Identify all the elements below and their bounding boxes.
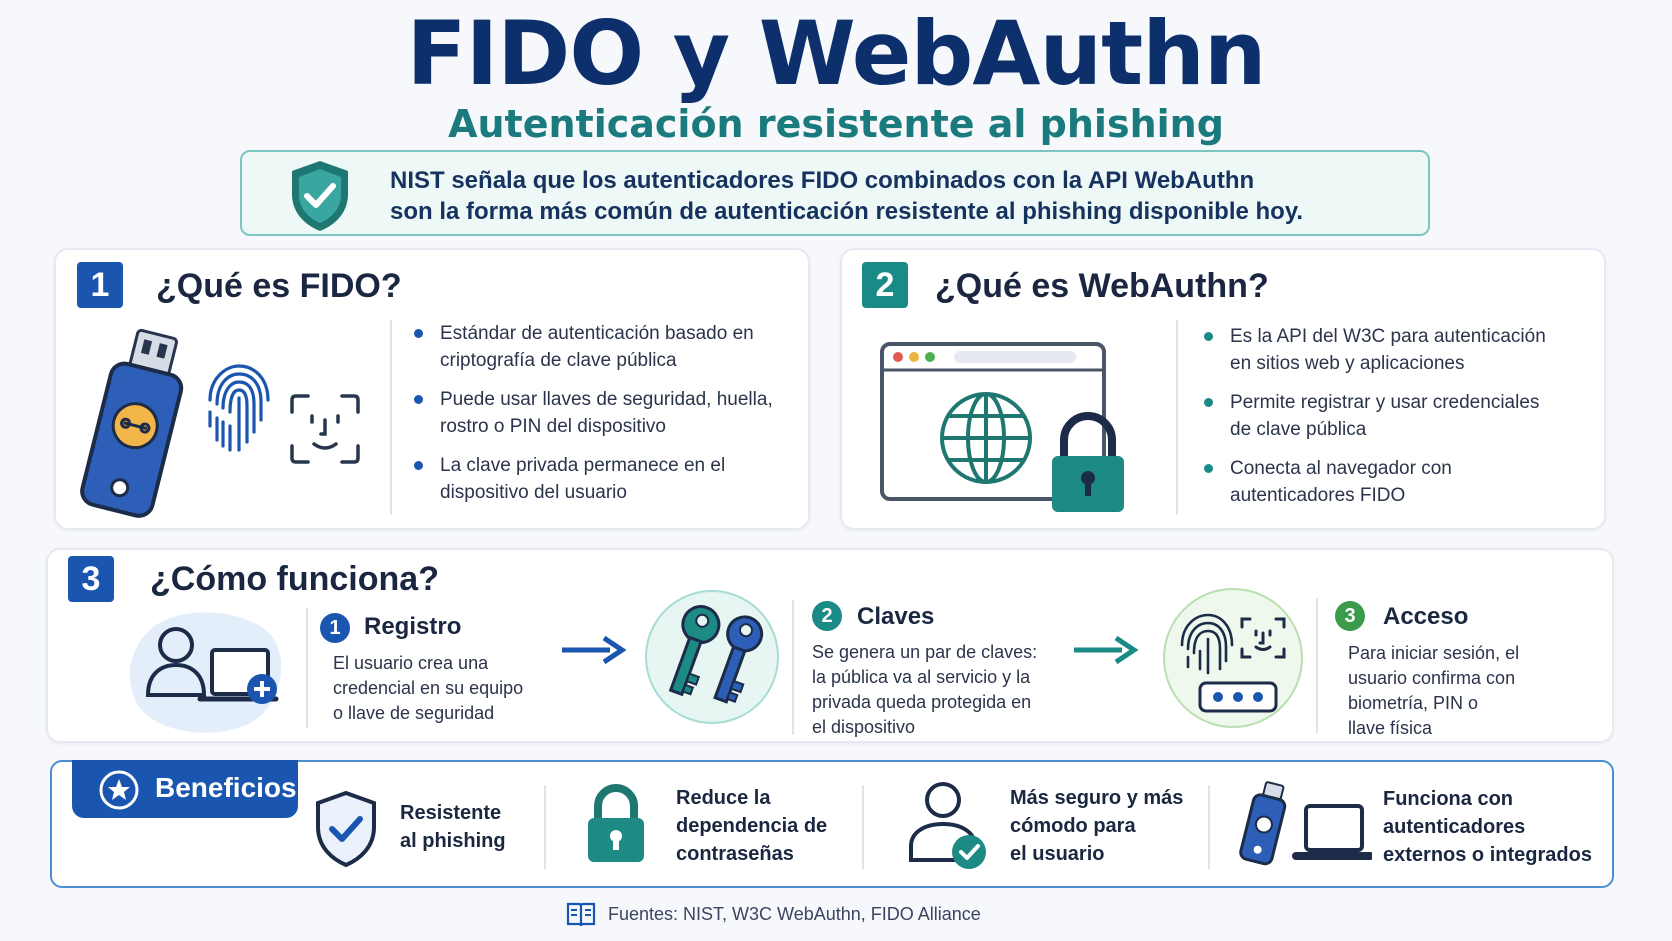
arrow-right-icon — [1074, 635, 1138, 665]
bullet-dot — [414, 395, 423, 404]
user-verified-icon — [909, 782, 986, 869]
benefit-1-text: Resistente al phishing — [400, 802, 506, 852]
webauthn-bullet-3: Conecta al navegador con autenticadores … — [1204, 455, 1452, 509]
sources-footer: Fuentes: NIST, W3C WebAuthn, FIDO Allian… — [608, 904, 981, 924]
security-key-icon — [80, 328, 184, 518]
section-3-title: ¿Cómo funciona? — [150, 560, 439, 598]
nist-note-line1: NIST señala que los autenticadores FIDO … — [390, 167, 1255, 194]
step-3-divider — [1316, 598, 1318, 733]
webauthn-bullet-2: Permite registrar y usar credenciales de… — [1204, 389, 1539, 443]
benefit-divider — [544, 785, 546, 869]
step-3-title: Acceso — [1383, 603, 1469, 630]
lock-icon — [588, 784, 644, 862]
fingerprint-icon — [208, 364, 270, 452]
webauthn-bullet-1: Es la API del W3C para autenticación en … — [1204, 323, 1546, 377]
step-3-number: 3 — [1335, 601, 1365, 631]
nist-note-box — [240, 150, 1430, 236]
section-2-divider — [1176, 320, 1178, 515]
step-2-number: 2 — [812, 601, 842, 631]
key-pair-icon — [645, 590, 779, 724]
section-1-title: ¿Qué es FIDO? — [156, 267, 402, 305]
key-laptop-icon — [1239, 781, 1372, 866]
user-laptop-icon — [129, 612, 282, 733]
step-1-divider — [306, 608, 308, 728]
book-icon — [566, 902, 596, 927]
face-id-icon — [290, 394, 360, 464]
bullet-dot — [1204, 464, 1213, 473]
step-2-title: Claves — [857, 603, 935, 630]
step-1-number: 1 — [320, 613, 350, 643]
benefit-4-text: Funciona con autenticadores externos o i… — [1383, 788, 1592, 866]
section-3-badge: 3 — [68, 556, 114, 602]
fido-bullet-3: La clave privada permanece en el disposi… — [414, 452, 725, 506]
bullet-dot — [1204, 332, 1213, 341]
benefit-divider — [862, 785, 864, 869]
star-icon — [99, 770, 139, 810]
nist-note-text: NIST señala que los autenticadores FIDO … — [390, 165, 1390, 227]
benefit-divider — [1208, 785, 1210, 869]
arrow-right-icon — [562, 635, 626, 665]
benefits-label: Beneficios — [155, 772, 297, 803]
section-2-badge: 2 — [862, 262, 908, 308]
biometric-pin-icon — [1163, 588, 1303, 728]
step-3-text: Para iniciar sesión, el usuario confirma… — [1348, 643, 1520, 738]
bullet-dot — [414, 461, 423, 470]
step-2-text: Se genera un par de claves: la pública v… — [812, 642, 1038, 737]
benefit-2-text: Reduce la dependencia de contraseñas — [676, 787, 828, 865]
shield-check-icon — [292, 161, 348, 231]
page-subtitle: Autenticación resistente al phishing — [448, 102, 1224, 146]
benefit-3-text: Más seguro y más cómodo para el usuario — [1010, 787, 1184, 865]
shield-check-icon — [316, 790, 376, 868]
section-2-title: ¿Qué es WebAuthn? — [935, 267, 1269, 305]
step-1-text: El usuario crea una credencial en su equ… — [333, 653, 524, 723]
nist-note-line2: son la forma más común de autenticación … — [390, 198, 1304, 225]
browser-lock-icon — [880, 342, 1124, 512]
bullet-dot — [1204, 398, 1213, 407]
bullet-dot — [414, 329, 423, 338]
fido-bullet-2: Puede usar llaves de seguridad, huella, … — [414, 386, 773, 440]
page-title: FIDO y WebAuthn — [406, 2, 1266, 105]
fido-bullet-1: Estándar de autenticación basado en crip… — [414, 320, 754, 374]
step-1-title: Registro — [364, 613, 462, 640]
benefits-tab — [72, 760, 298, 818]
section-1-badge: 1 — [77, 262, 123, 308]
section-1-divider — [390, 320, 392, 515]
step-2-divider — [792, 600, 794, 735]
